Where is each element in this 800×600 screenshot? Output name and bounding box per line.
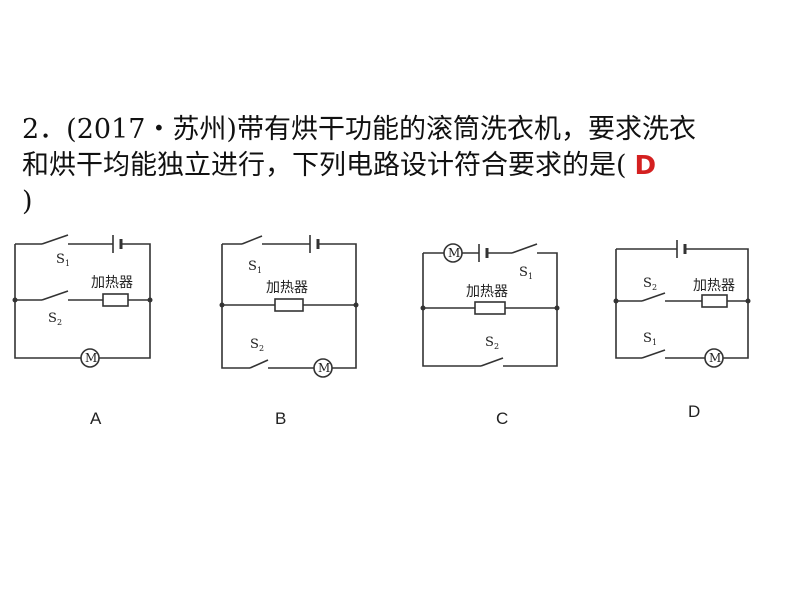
circuit-c-switch-s2: [480, 357, 504, 367]
circuit-c-heater: [474, 301, 506, 315]
circuit-a-wires: [14, 243, 151, 359]
circuit-b-heater: [274, 298, 304, 312]
option-a-label: A: [90, 409, 102, 428]
circuit-b-label-s1-sub: 1: [257, 266, 262, 275]
circuit-a-label-s1-sub: 1: [65, 259, 70, 268]
circuit-c-label-heater: 加热器: [466, 284, 508, 300]
circuit-b-label-s2: S: [250, 337, 259, 352]
question-line-2: 和烘干均能独立进行，下列电路设计符合要求的是(D: [22, 148, 792, 184]
circuit-d-label-s2: S: [643, 276, 652, 291]
question-line-1: 2．(2017・苏州)带有烘干功能的滚筒洗衣机，要求洗衣: [22, 114, 696, 145]
option-d-label: D: [688, 402, 700, 421]
circuit-b-switch-s2: [249, 359, 269, 369]
circuit-b-label-s1: S: [248, 259, 257, 274]
circuit-b-switch-s1: [241, 235, 263, 245]
circuit-c-label-s1-sub: 1: [528, 272, 533, 281]
circuit-c-label-s2-sub: 2: [494, 342, 499, 351]
circuit-a-switch-s2: [41, 290, 69, 301]
circuit-d-label-s2-sub: 2: [652, 283, 657, 292]
circuit-b-label-motor: M: [318, 361, 330, 375]
circuit-d-heater: [701, 294, 728, 308]
circuit-c-node-right: [554, 305, 560, 311]
circuit-d-label-motor: M: [709, 351, 721, 365]
circuit-d-switch-s1: [641, 349, 666, 359]
option-c-label: C: [496, 409, 508, 428]
circuit-d-label-s1: S: [643, 331, 652, 346]
option-b-label: B: [275, 409, 286, 428]
circuit-b-node-left: [219, 302, 225, 308]
circuit-a-label-s1: S: [56, 252, 65, 267]
circuit-d-node-right: [745, 298, 751, 304]
circuit-a-node-right: [147, 297, 153, 303]
circuit-a-label-heater: 加热器: [91, 275, 133, 291]
circuit-c-motor: [443, 243, 463, 263]
circuit-d-node-left: [613, 298, 619, 304]
circuit-d-switch-s2: [641, 292, 666, 302]
circuit-d: S 2 S 1 加热器 M D: [613, 240, 751, 421]
circuit-a-node-left: [12, 297, 18, 303]
circuit-a-switch-s1: [41, 234, 69, 245]
circuit-d-motor: [704, 348, 724, 368]
answer-mark: D: [634, 151, 657, 181]
circuit-b-motor: [313, 358, 333, 378]
circuit-c-node-left: [420, 305, 426, 311]
circuit-c-switch-s1: [511, 243, 538, 254]
question-text: 2．(2017・苏州)带有烘干功能的滚筒洗衣机，要求洗衣 和烘干均能独立进行，下…: [22, 112, 792, 220]
circuit-c-label-motor: M: [448, 246, 460, 260]
circuit-d-label-heater: 加热器: [693, 278, 735, 294]
circuit-a-label-s2-sub: 2: [57, 318, 62, 327]
circuit-a: S 1 S 2 加热器 M A: [12, 234, 153, 428]
circuit-a-label-motor: M: [85, 351, 97, 365]
question-line-3: ): [22, 186, 33, 217]
circuit-d-label-s1-sub: 1: [652, 338, 657, 347]
circuit-c-label-s2: S: [485, 335, 494, 350]
circuit-b: S 1 S 2 加热器 M B: [219, 235, 359, 428]
circuit-a-label-s2: S: [48, 311, 57, 326]
circuit-b-label-heater: 加热器: [266, 280, 308, 296]
circuit-a-heater: [102, 293, 129, 307]
circuit-c: S 1 S 2 加热器 M C: [420, 243, 560, 428]
circuit-d-wires: [615, 248, 749, 359]
circuit-b-node-right: [353, 302, 359, 308]
circuit-a-motor: [80, 348, 100, 368]
circuit-b-label-s2-sub: 2: [259, 344, 264, 353]
question-line-2-text: 和烘干均能独立进行，下列电路设计符合要求的是(: [22, 150, 627, 181]
circuit-c-label-s1: S: [519, 265, 528, 280]
